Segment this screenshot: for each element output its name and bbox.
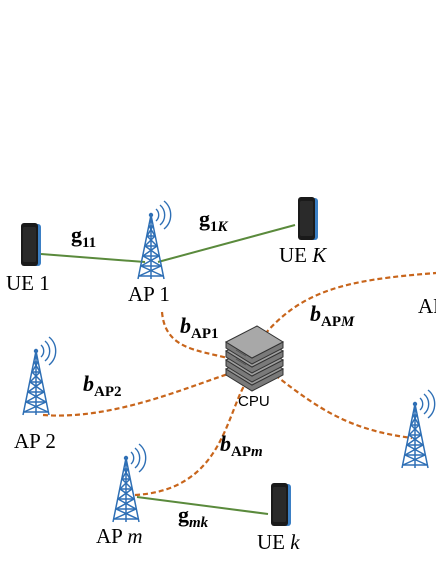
bAPM-label: bAPM bbox=[310, 301, 355, 330]
ue-1-label: UE 1 bbox=[6, 271, 50, 295]
fronthaul-ap1-cpu bbox=[160, 311, 229, 360]
antenna-tower-icon bbox=[22, 336, 57, 416]
ue-K-node: UE K bbox=[279, 197, 327, 267]
wireless-links bbox=[40, 224, 296, 515]
ap-m-node: AP m bbox=[96, 443, 147, 548]
fronthaul-ap2-cpu bbox=[42, 372, 229, 417]
ue-1-node: UE 1 bbox=[6, 223, 50, 295]
phone-icon bbox=[298, 197, 318, 240]
fronthaul-apm-cpu bbox=[134, 383, 246, 497]
g1K-label: g1K bbox=[199, 206, 229, 235]
ap-2-node: AP 2 bbox=[14, 336, 57, 453]
gmk-label: gmk bbox=[178, 502, 209, 531]
cpu-node: CPU bbox=[224, 325, 285, 410]
bAP2-label: bAP2 bbox=[83, 371, 122, 400]
ap-2-label: AP 2 bbox=[14, 429, 56, 453]
ap-M-node: AP bbox=[418, 294, 436, 318]
ue-k-label: UE k bbox=[257, 530, 300, 554]
bAPm-label: bAPm bbox=[220, 431, 263, 460]
phone-icon bbox=[271, 483, 291, 526]
ap-k-node bbox=[401, 389, 436, 469]
link-apm-uek bbox=[136, 496, 269, 515]
server-stack-icon bbox=[224, 325, 285, 392]
ap-M-label: AP bbox=[418, 294, 436, 318]
fronthaul-apM-cpu bbox=[259, 271, 436, 341]
ap-m-label: AP m bbox=[96, 524, 143, 548]
antenna-tower-icon bbox=[401, 389, 436, 469]
cpu-label: CPU bbox=[238, 393, 270, 410]
phone-icon bbox=[21, 223, 41, 266]
link-ap1-ueK bbox=[157, 224, 296, 263]
link-ue1-ap1 bbox=[40, 253, 146, 263]
ap-1-label: AP 1 bbox=[128, 282, 170, 306]
antenna-tower-icon bbox=[137, 200, 172, 280]
fronthaul-apk-cpu bbox=[274, 374, 413, 440]
bAP1-label: bAP1 bbox=[180, 313, 219, 342]
ap-1-node: AP 1 bbox=[128, 200, 172, 306]
g11-label: g11 bbox=[71, 222, 96, 251]
fronthaul-links bbox=[42, 271, 436, 497]
ue-K-label: UE K bbox=[279, 243, 327, 267]
antenna-tower-icon bbox=[112, 443, 147, 523]
ue-k-node: UE k bbox=[257, 483, 300, 554]
